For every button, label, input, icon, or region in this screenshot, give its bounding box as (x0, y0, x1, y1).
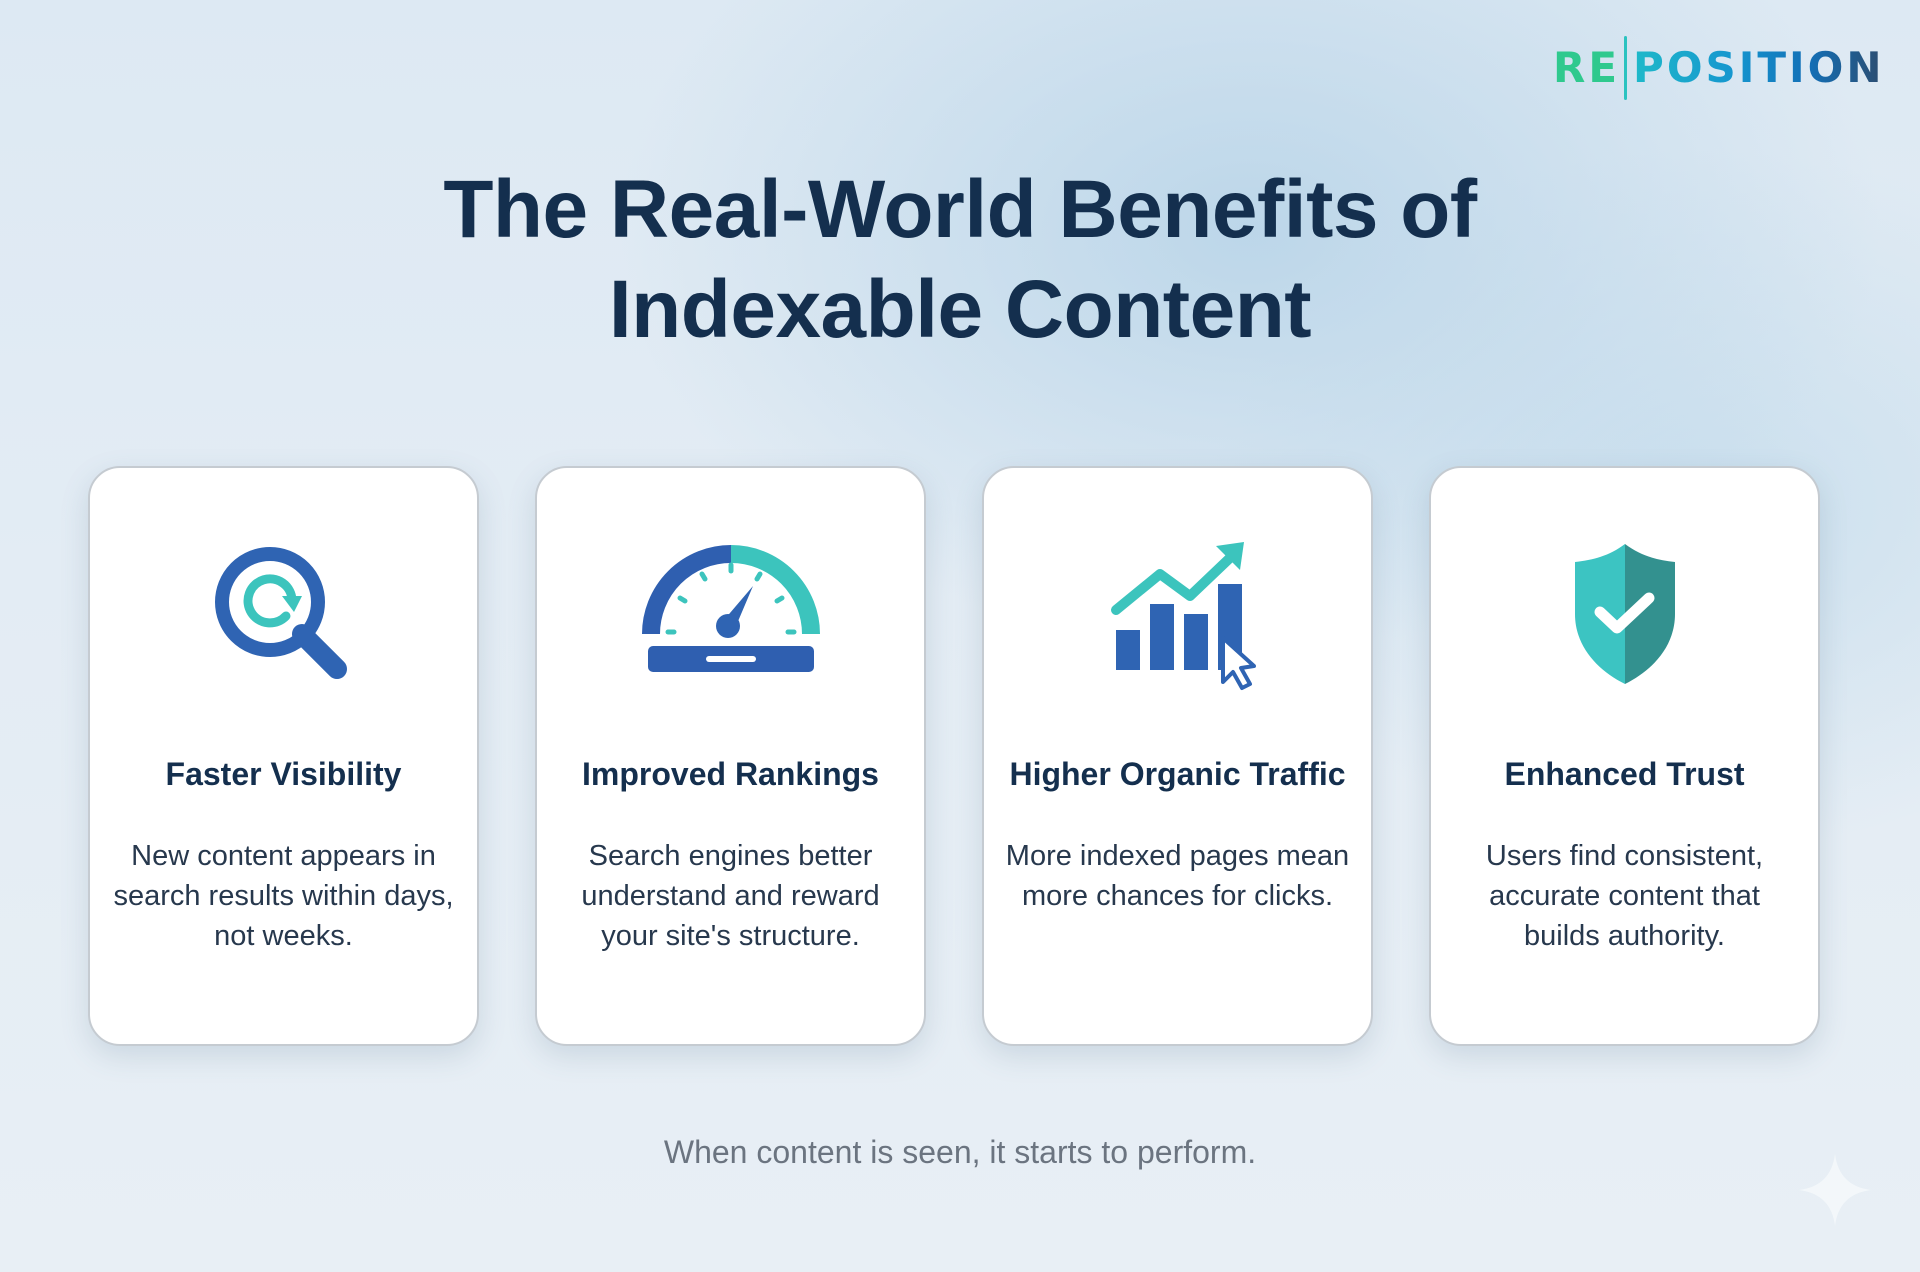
page-title: The Real-World Benefits of Indexable Con… (0, 160, 1920, 360)
footer-tagline: When content is seen, it starts to perfo… (663, 1134, 1257, 1170)
shield-check-icon (1545, 534, 1705, 694)
benefit-card-improved-rankings: Improved Rankings Search engines better … (535, 466, 926, 1046)
title-line-1: The Real-World Benefits of (443, 164, 1477, 255)
card-title: Higher Organic Traffic (1009, 756, 1346, 792)
logo-divider (1624, 36, 1628, 100)
title-line-2: Indexable Content (608, 264, 1312, 355)
benefit-card-higher-organic-traffic: Higher Organic Traffic More indexed page… (982, 466, 1373, 1046)
card-title: Improved Rankings (582, 756, 879, 792)
speedometer-icon (636, 534, 826, 694)
logo-re: RE (1553, 43, 1621, 92)
card-description: Users find consistent, accurate content … (1485, 840, 1764, 952)
card-title: Enhanced Trust (1504, 756, 1745, 792)
logo-position: POSITION (1633, 43, 1885, 92)
growth-chart-cursor-icon (1098, 534, 1258, 694)
card-description: More indexed pages mean more chances for… (1005, 840, 1350, 912)
benefit-card-enhanced-trust: Enhanced Trust Users find consistent, ac… (1429, 466, 1820, 1046)
card-description: New content appears in search results wi… (113, 840, 454, 952)
card-description: Search engines better understand and rew… (581, 840, 880, 952)
sparkle-icon (1795, 1150, 1875, 1230)
reposition-logo: RE POSITION (1553, 34, 1885, 102)
benefit-cards: Faster Visibility New content appears in… (88, 466, 1820, 1046)
benefit-card-faster-visibility: Faster Visibility New content appears in… (88, 466, 479, 1046)
magnifier-refresh-icon (204, 534, 364, 694)
card-title: Faster Visibility (165, 756, 402, 792)
